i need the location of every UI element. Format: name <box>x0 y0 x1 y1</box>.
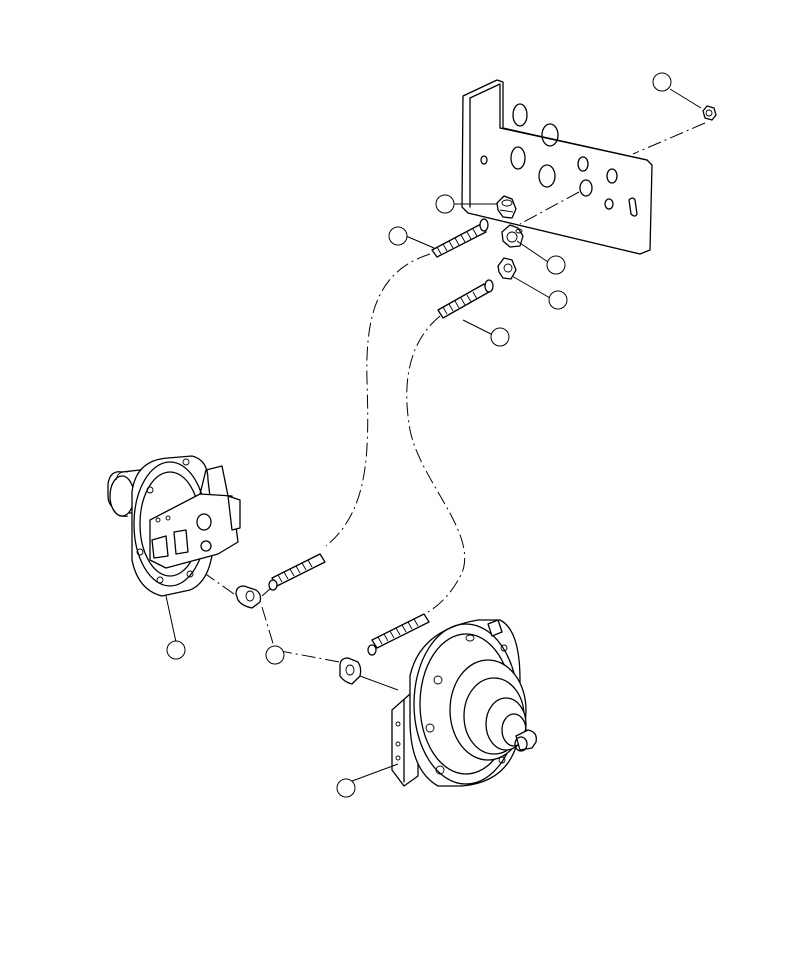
callout-upper-elbow <box>548 290 568 310</box>
left-motor-hose <box>268 553 326 591</box>
callout-upper-fitting <box>435 194 455 214</box>
left-hydraulic-motor <box>107 455 241 597</box>
upper-elbow-fitting <box>497 257 517 280</box>
callout-tee-fitting <box>546 255 566 275</box>
callout-upper-hose <box>388 226 408 246</box>
right-motor-hose <box>367 613 430 656</box>
upper-fitting <box>496 195 517 219</box>
upper-hose <box>431 218 489 258</box>
mounting-bracket <box>461 79 653 255</box>
callout-left-motor <box>166 640 186 660</box>
leader-lines <box>165 88 702 785</box>
second-hose <box>437 279 494 319</box>
left-motor-elbow <box>235 585 262 609</box>
callout-right-motor <box>336 778 356 798</box>
right-hydraulic-motor <box>391 619 537 787</box>
callout-motor-elbow <box>265 645 285 665</box>
right-motor-elbow <box>339 657 362 685</box>
callout-nut <box>652 72 672 92</box>
callout-second-hose <box>490 327 510 347</box>
tee-fitting <box>501 224 524 248</box>
hex-nut <box>702 105 717 121</box>
